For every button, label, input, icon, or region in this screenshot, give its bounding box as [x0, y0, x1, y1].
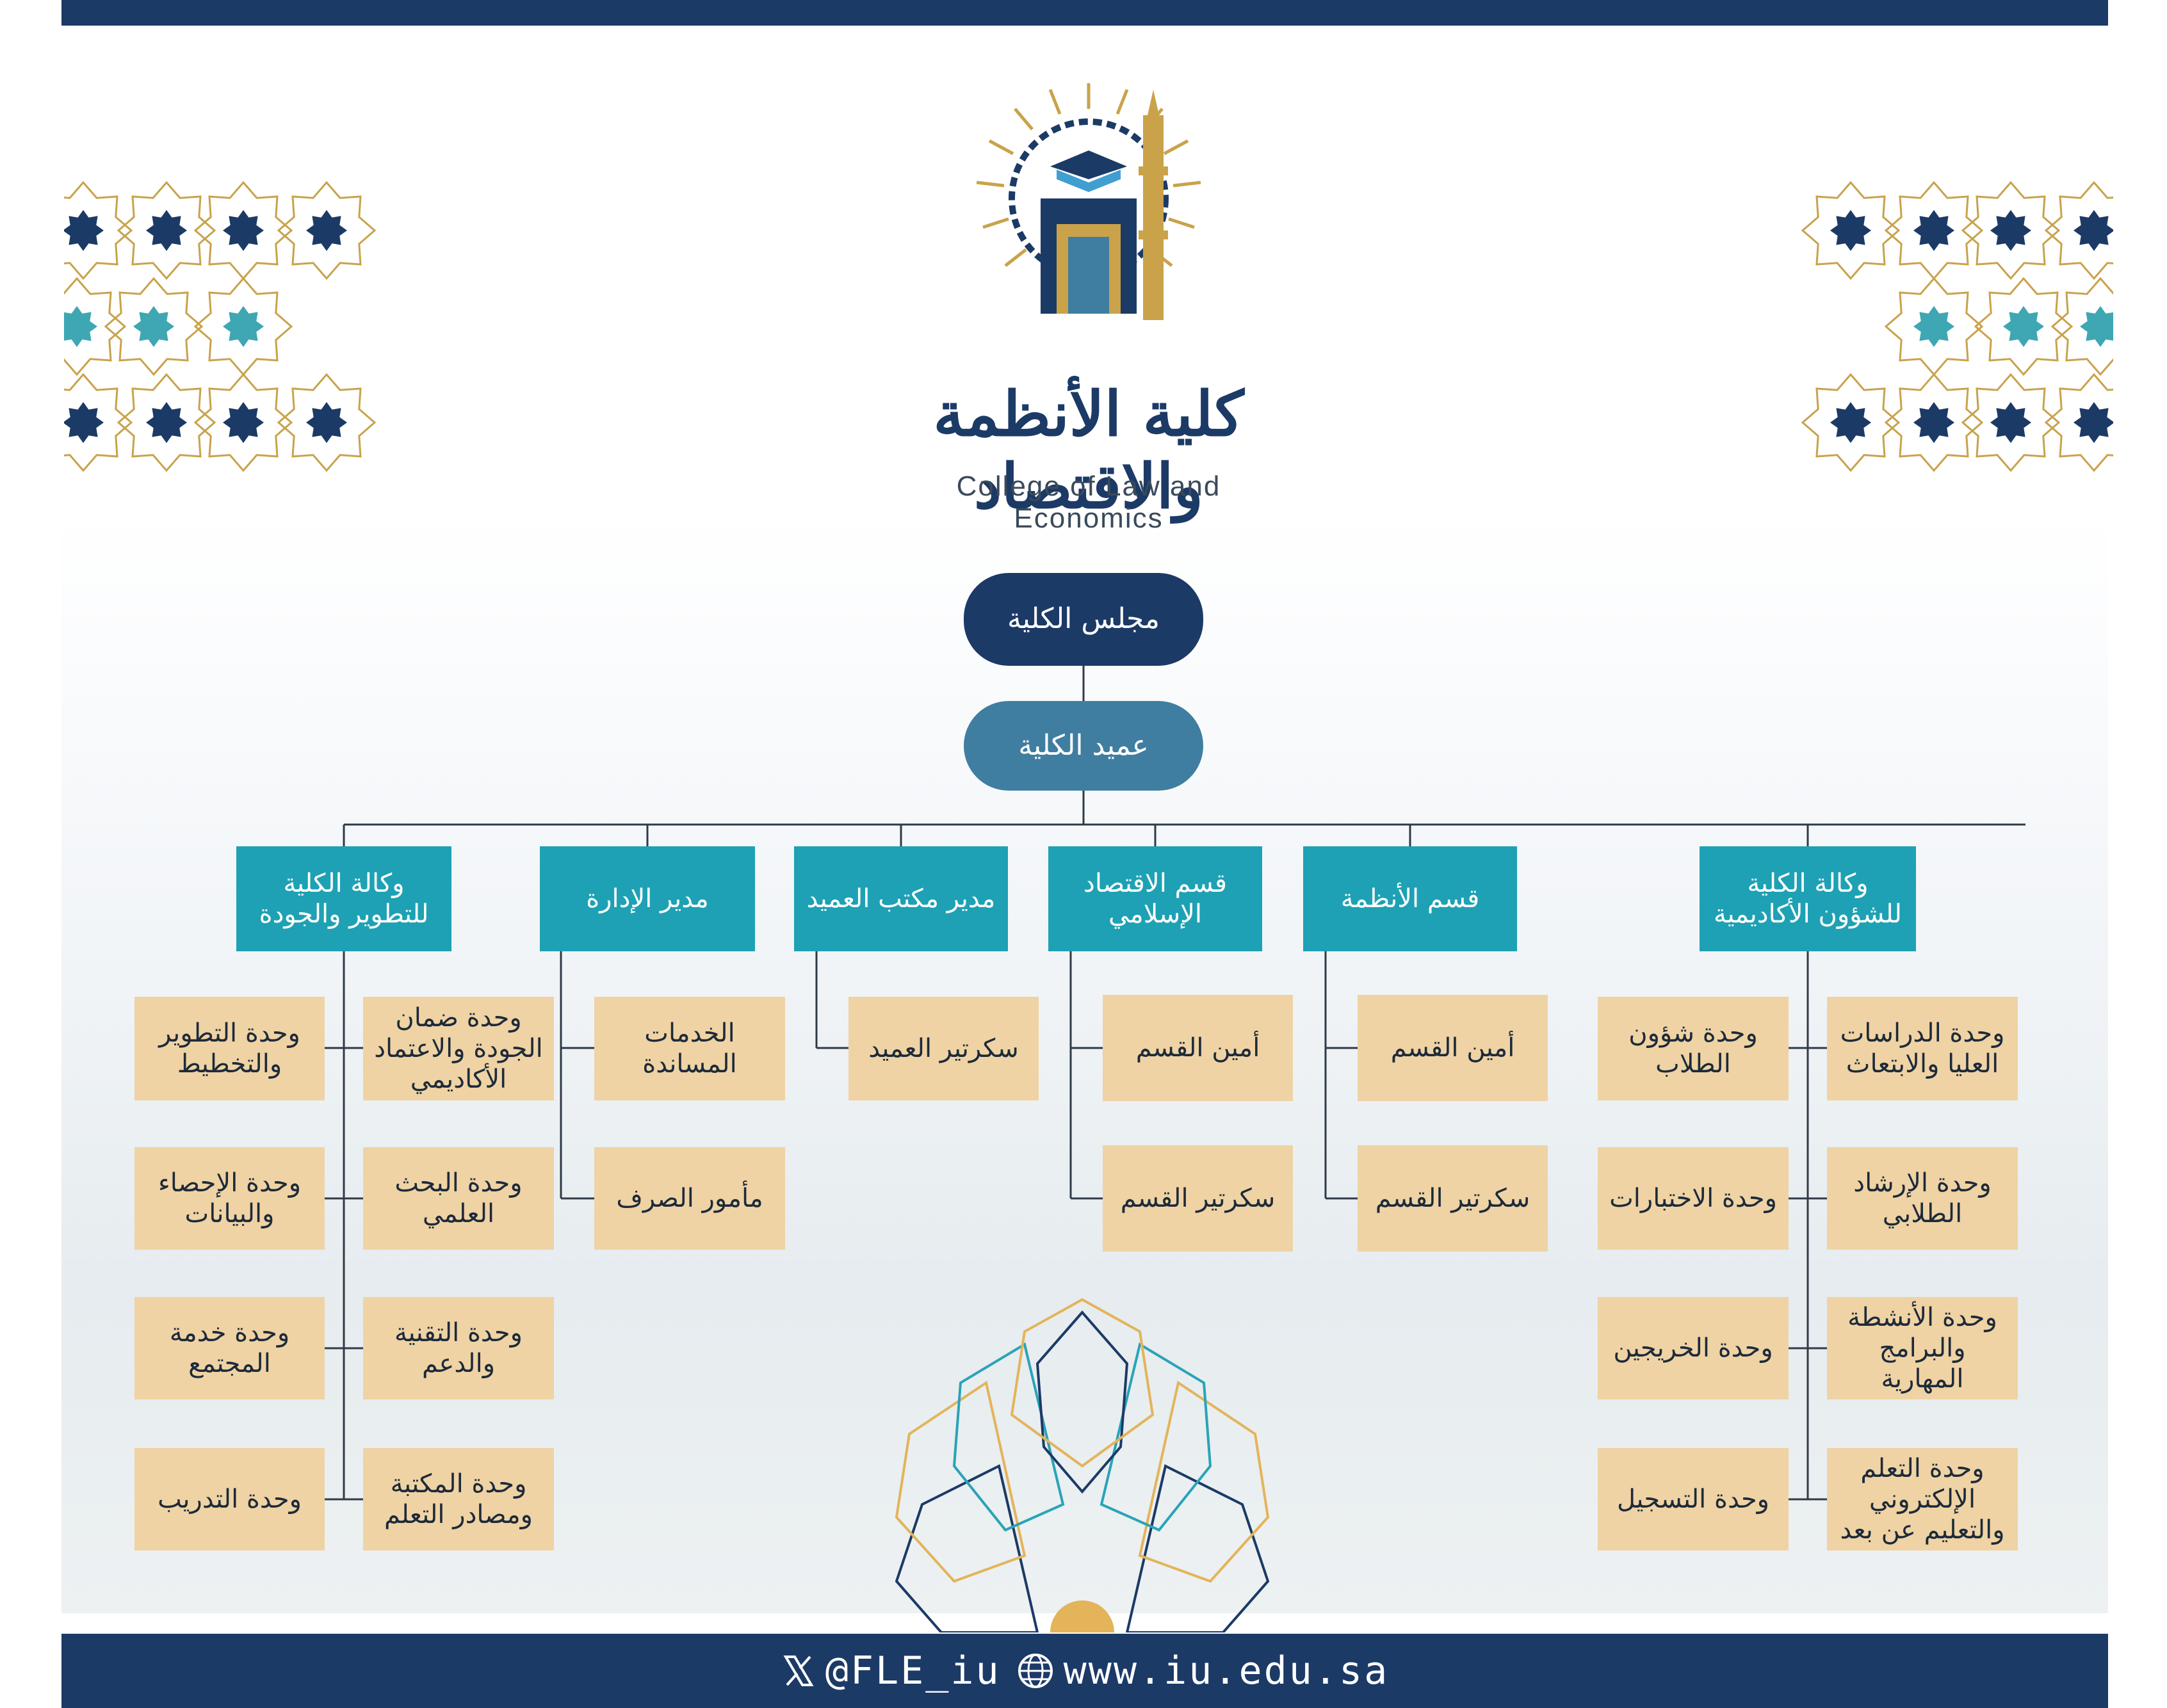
- pattern-star-outline: [64, 181, 133, 280]
- pattern-star: [223, 306, 264, 347]
- pattern-star-outline: [117, 181, 216, 280]
- dept-head-development-quality: وكالة الكلية للتطوير والجودة: [236, 846, 451, 951]
- unit-node: وحدة التدريب: [134, 1448, 325, 1551]
- pattern-star-outline: [64, 277, 127, 376]
- pattern-star: [1830, 210, 1871, 251]
- website-url: www.iu.edu.sa: [1063, 1648, 1390, 1693]
- unit-node: وحدة الدراسات العليا والابتعاث: [1827, 997, 2018, 1100]
- right-star-pattern: [1801, 181, 2113, 472]
- pattern-star: [223, 402, 264, 443]
- pattern-star-outline: [193, 373, 293, 472]
- left-star-pattern: [64, 181, 377, 472]
- pattern-star-outline: [277, 181, 377, 280]
- pattern-star: [1990, 402, 2031, 443]
- pattern-star: [146, 402, 187, 443]
- pattern-star: [133, 306, 174, 347]
- pattern-star: [64, 402, 104, 443]
- dept-head-dean-office: مدير مكتب العميد: [794, 846, 1008, 951]
- pattern-star: [1913, 210, 1954, 251]
- dean-node: عميد الكلية: [964, 701, 1203, 791]
- pattern-star: [2003, 306, 2044, 347]
- pattern-star-outline: [64, 373, 133, 472]
- pattern-star-outline: [1961, 181, 2061, 280]
- pattern-star-outline: [104, 277, 204, 376]
- pattern-star: [1913, 402, 1954, 443]
- unit-node: وحدة المكتبة ومصادر التعلم: [363, 1448, 554, 1551]
- twitter-handle: @FLE_iu: [825, 1648, 1001, 1693]
- pattern-star-outline: [1884, 373, 1984, 472]
- unit-node: وحدة ضمان الجودة والاعتماد الأكاديمي: [363, 997, 554, 1100]
- unit-node: الخدمات المساندة: [594, 997, 785, 1100]
- unit-node: وحدة البحث العلمي: [363, 1147, 554, 1250]
- unit-node: سكرتير القسم: [1103, 1145, 1293, 1252]
- unit-node: أمين القسم: [1103, 995, 1293, 1101]
- pattern-star: [2074, 402, 2113, 443]
- university-logo: [976, 83, 1201, 320]
- unit-node: سكرتير العميد: [848, 997, 1039, 1100]
- website-link[interactable]: www.iu.edu.sa: [1016, 1648, 1390, 1693]
- pattern-star: [1830, 402, 1871, 443]
- x-logo-icon: [783, 1656, 814, 1686]
- unit-node: وحدة الأنشطة والبرامج المهارية: [1827, 1297, 2018, 1399]
- unit-node: وحدة التقنية والدعم: [363, 1297, 554, 1399]
- unit-node: وحدة الخريجين: [1598, 1297, 1789, 1399]
- college-council-node: مجلس الكلية: [964, 573, 1203, 666]
- unit-node: وحدة شؤون الطلاب: [1598, 997, 1789, 1100]
- pattern-star: [64, 210, 104, 251]
- pattern-star-outline: [277, 373, 377, 472]
- pattern-star: [146, 210, 187, 251]
- dept-head-academic-affairs: وكالة الكلية للشؤون الأكاديمية: [1700, 846, 1916, 951]
- pattern-star-outline: [1974, 277, 2074, 376]
- footer-bar: @FLE_iu www.iu.edu.sa: [61, 1634, 2108, 1708]
- unit-node: أمين القسم: [1358, 995, 1548, 1101]
- unit-node: وحدة التطوير والتخطيط: [134, 997, 325, 1100]
- pattern-star: [223, 210, 264, 251]
- dept-head-islamic-economics: قسم الاقتصاد الإسلامي: [1048, 846, 1262, 951]
- pattern-star-outline: [2044, 373, 2113, 472]
- unit-node: وحدة خدمة المجتمع: [134, 1297, 325, 1399]
- globe-icon: [1018, 1654, 1053, 1688]
- pattern-star-outline: [1961, 373, 2061, 472]
- pattern-star: [1990, 210, 2031, 251]
- pattern-star-outline: [1801, 373, 1901, 472]
- pattern-star-outline: [2050, 277, 2113, 376]
- top-bar: [61, 0, 2108, 26]
- pattern-star: [1913, 306, 1954, 347]
- pattern-star: [2080, 306, 2113, 347]
- dept-head-admin-director: مدير الإدارة: [540, 846, 755, 951]
- pattern-star: [306, 402, 347, 443]
- pattern-star: [2074, 210, 2113, 251]
- unit-node: وحدة التسجيل: [1598, 1448, 1789, 1551]
- unit-node: مأمور الصرف: [594, 1147, 785, 1250]
- pattern-star: [64, 306, 97, 347]
- unit-node: وحدة الإحصاء والبيانات: [134, 1147, 325, 1250]
- pattern-star: [306, 210, 347, 251]
- college-name-arabic: كلية الأنظمة والاقتصاد: [933, 378, 1244, 522]
- pattern-star-outline: [1801, 181, 1901, 280]
- college-name-english: College of Law and Economics: [956, 471, 1221, 534]
- twitter-link[interactable]: @FLE_iu: [781, 1648, 1001, 1693]
- unit-node: وحدة الاختبارات: [1598, 1147, 1789, 1250]
- pattern-star-outline: [2044, 181, 2113, 280]
- unit-node: وحدة التعلم الإلكتروني والتعليم عن بعد: [1827, 1448, 2018, 1551]
- unit-node: سكرتير القسم: [1358, 1145, 1548, 1252]
- dept-head-law: قسم الأنظمة: [1303, 846, 1517, 951]
- unit-node: وحدة الإرشاد الطلابي: [1827, 1147, 2018, 1250]
- pattern-star-outline: [117, 373, 216, 472]
- decorative-fan-ornament: [895, 1298, 1270, 1632]
